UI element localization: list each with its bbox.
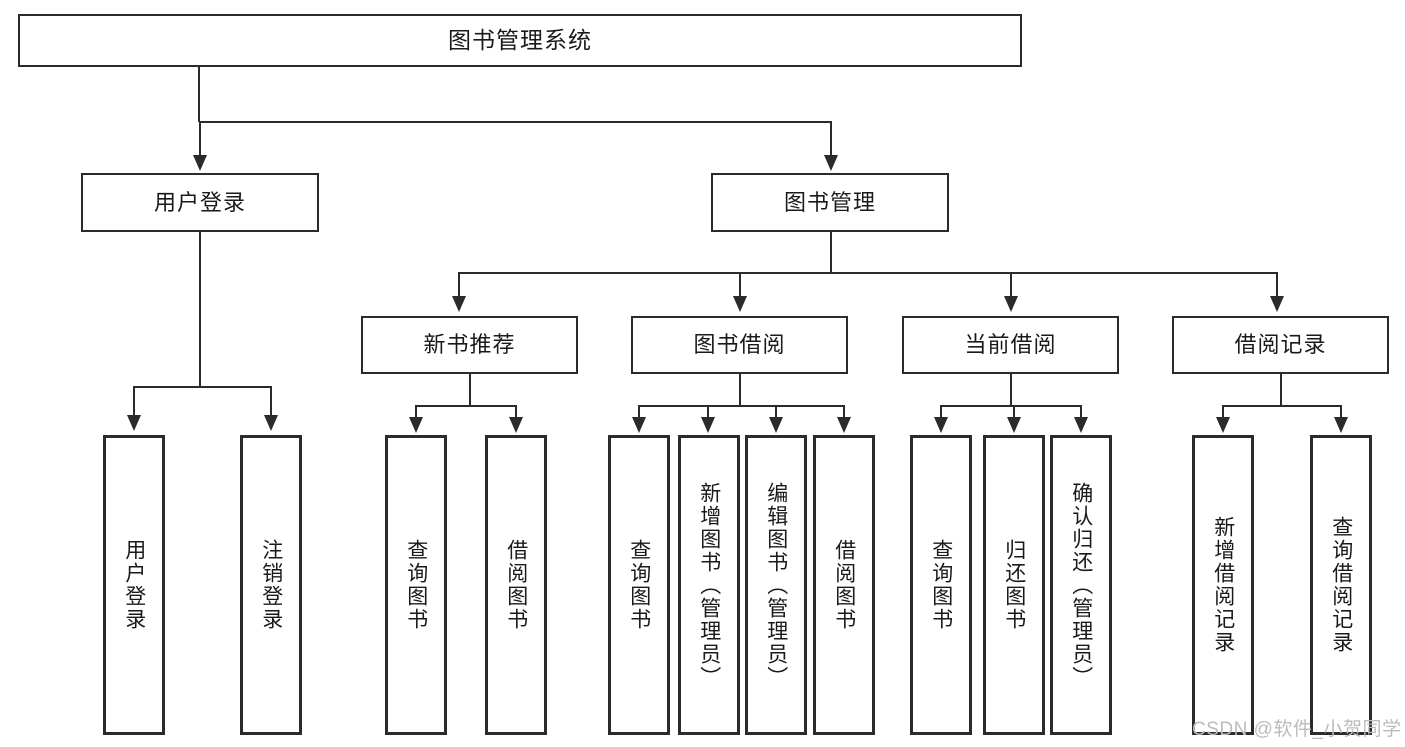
connector-bb-rail: [638, 405, 843, 407]
arrow-to-leaf-return-book: [1007, 417, 1021, 433]
connector-cb-drop-3: [1080, 405, 1082, 419]
node-current-borrow[interactable]: 当前借阅: [902, 316, 1119, 374]
node-leaf-borrow-book-2[interactable]: 借阅图书: [813, 435, 875, 735]
arrow-to-leaf-confirm-return: [1074, 417, 1088, 433]
node-label: 用户登录: [122, 539, 146, 631]
node-leaf-confirm-return[interactable]: 确认归还（管理员）: [1050, 435, 1112, 735]
connector-br-stem: [1280, 374, 1282, 406]
connector-cb-drop-2: [1013, 405, 1015, 419]
connector-user-login-rail: [133, 386, 272, 388]
node-label: 新增图书（管理员）: [697, 481, 721, 689]
node-leaf-return-book[interactable]: 归还图书: [983, 435, 1045, 735]
connector-cb-stem: [1010, 374, 1012, 406]
arrow-to-leaf-query-book-3: [934, 417, 948, 433]
connector-nbr-rail: [415, 405, 516, 407]
node-leaf-edit-book[interactable]: 编辑图书（管理员）: [745, 435, 807, 735]
connector-nbr-stem: [469, 374, 471, 406]
node-label: 查询图书: [929, 539, 953, 631]
node-leaf-borrow-book-1[interactable]: 借阅图书: [485, 435, 547, 735]
arrow-to-leaf-query-book-1: [409, 417, 423, 433]
node-leaf-query-record[interactable]: 查询借阅记录: [1310, 435, 1372, 735]
connector-bb-drop-2: [707, 405, 709, 419]
arrow-to-leaf-add-book: [701, 417, 715, 433]
connector-book-manage-stem: [830, 232, 832, 273]
connector-cb-drop-1: [940, 405, 942, 419]
connector-bb-drop-1: [638, 405, 640, 419]
node-label: 借阅图书: [504, 539, 528, 631]
arrow-to-current-borrow: [1004, 296, 1018, 312]
node-leaf-add-book[interactable]: 新增图书（管理员）: [678, 435, 740, 735]
connector-root-rail: [199, 121, 831, 123]
node-book-manage[interactable]: 图书管理: [711, 173, 949, 232]
node-label: 编辑图书（管理员）: [764, 481, 788, 689]
connector-l3-drop-2: [739, 272, 741, 298]
node-root-system[interactable]: 图书管理系统: [18, 14, 1022, 67]
node-new-book-recommend[interactable]: 新书推荐: [361, 316, 578, 374]
arrow-to-leaf-edit-book: [769, 417, 783, 433]
connector-user-login-drop-1: [133, 386, 135, 417]
connector-root-drop-right: [830, 121, 832, 157]
arrow-to-leaf-user-login: [127, 415, 141, 431]
arrow-to-user-login: [193, 155, 207, 171]
node-leaf-logout-login[interactable]: 注销登录: [240, 435, 302, 735]
node-label: 借阅图书: [832, 539, 856, 631]
connector-user-login-stem: [199, 232, 201, 387]
connector-bb-stem: [739, 374, 741, 406]
node-label: 查询借阅记录: [1329, 516, 1353, 654]
arrow-to-leaf-query-record: [1334, 417, 1348, 433]
connector-br-drop-2: [1340, 405, 1342, 419]
node-label: 确认归还（管理员）: [1069, 481, 1093, 689]
node-label: 新书推荐: [423, 332, 516, 358]
connector-bb-drop-3: [775, 405, 777, 419]
node-user-login[interactable]: 用户登录: [81, 173, 319, 232]
connector-nbr-drop-1: [415, 405, 417, 419]
node-leaf-query-book-3[interactable]: 查询图书: [910, 435, 972, 735]
node-label: 图书管理系统: [448, 27, 592, 54]
connector-book-manage-rail: [458, 272, 1276, 274]
node-label: 图书借阅: [693, 332, 786, 358]
arrow-to-new-book-recommend: [452, 296, 466, 312]
arrow-to-book-borrow: [733, 296, 747, 312]
connector-l3-drop-4: [1276, 272, 1278, 298]
connector-br-drop-1: [1222, 405, 1224, 419]
connector-br-rail: [1222, 405, 1341, 407]
node-label: 新增借阅记录: [1211, 516, 1235, 654]
arrow-to-leaf-add-record: [1216, 417, 1230, 433]
connector-user-login-drop-2: [270, 386, 272, 417]
arrow-to-leaf-borrow-book-2: [837, 417, 851, 433]
arrow-to-leaf-borrow-book-1: [509, 417, 523, 433]
arrow-to-book-manage: [824, 155, 838, 171]
arrow-to-borrow-record: [1270, 296, 1284, 312]
connector-nbr-drop-2: [515, 405, 517, 419]
node-label: 当前借阅: [964, 332, 1057, 358]
watermark-text: CSDN @软件_小贺同学: [1192, 719, 1402, 740]
connector-cb-rail: [940, 405, 1081, 407]
node-leaf-user-login[interactable]: 用户登录: [103, 435, 165, 735]
node-label: 查询图书: [404, 539, 428, 631]
node-book-borrow[interactable]: 图书借阅: [631, 316, 848, 374]
connector-root-stem: [198, 67, 200, 122]
node-label: 借阅记录: [1234, 332, 1327, 358]
node-label: 归还图书: [1002, 539, 1026, 631]
node-label: 用户登录: [153, 189, 246, 215]
node-label: 查询图书: [627, 539, 651, 631]
arrow-to-leaf-query-book-2: [632, 417, 646, 433]
node-label: 注销登录: [259, 539, 283, 631]
node-leaf-query-book-2[interactable]: 查询图书: [608, 435, 670, 735]
arrow-to-leaf-logout-login: [264, 415, 278, 431]
connector-bb-drop-4: [843, 405, 845, 419]
connector-l3-drop-3: [1010, 272, 1012, 298]
node-label: 图书管理: [783, 189, 876, 215]
node-leaf-query-book-1[interactable]: 查询图书: [385, 435, 447, 735]
node-leaf-add-record[interactable]: 新增借阅记录: [1192, 435, 1254, 735]
connector-root-drop-left: [199, 121, 201, 157]
node-borrow-record[interactable]: 借阅记录: [1172, 316, 1389, 374]
connector-l3-drop-1: [458, 272, 460, 298]
